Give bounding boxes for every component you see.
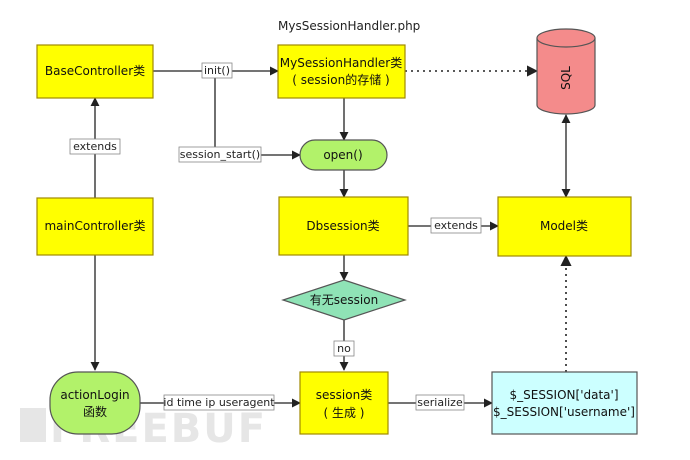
svg-text:Dbsession类: Dbsession类 — [306, 219, 379, 233]
node-session-handler: MySessionHandler类 ( session的存储 ) — [277, 44, 406, 99]
node-sql-database: SQL — [536, 28, 596, 115]
label-extends-left: extends — [69, 138, 121, 155]
svg-text:actionLogin: actionLogin — [60, 388, 129, 402]
node-decision: 有无session — [281, 279, 407, 321]
label-session-start: session_start() — [178, 146, 262, 163]
svg-text:$_SESSION['username']: $_SESSION['username'] — [493, 405, 635, 419]
node-dbsession: Dbsession类 — [278, 196, 409, 256]
node-session-store: $_SESSION['data'] $_SESSION['username'] — [491, 371, 638, 435]
svg-text:mainController类: mainController类 — [44, 219, 145, 233]
svg-text:Model类: Model类 — [540, 219, 588, 233]
svg-text:no: no — [337, 342, 351, 355]
node-model: Model类 — [497, 196, 632, 257]
svg-text:BaseController类: BaseController类 — [45, 64, 145, 78]
svg-text:session类: session类 — [316, 388, 372, 402]
svg-text:( session的存储 ): ( session的存储 ) — [292, 72, 389, 87]
svg-text:session_start(): session_start() — [180, 148, 260, 161]
sql-label: SQL — [559, 66, 573, 90]
node-action-login: actionLogin 函数 — [49, 371, 141, 435]
svg-text:open(): open() — [323, 148, 362, 162]
node-open: open() — [299, 139, 388, 171]
svg-text:extends: extends — [73, 140, 117, 153]
node-session-class: session类 ( 生成 ) — [299, 371, 389, 435]
node-base-controller: BaseController类 — [36, 44, 154, 99]
svg-text:( 生成 ): ( 生成 ) — [324, 406, 365, 420]
svg-text:$_SESSION['data']: $_SESSION['data'] — [509, 388, 618, 402]
svg-text:extends: extends — [434, 219, 478, 232]
file-caption: MysSessionHandler.php — [278, 19, 420, 33]
label-id-time: id time ip useragent — [163, 394, 275, 411]
svg-text:init(): init() — [204, 64, 230, 77]
label-extends-mid: extends — [430, 217, 482, 234]
label-no: no — [333, 340, 355, 357]
svg-text:serialize: serialize — [417, 396, 463, 409]
svg-text:有无session: 有无session — [310, 293, 378, 307]
label-init: init() — [201, 62, 233, 79]
label-serialize: serialize — [415, 394, 465, 411]
svg-text:id time ip useragent: id time ip useragent — [163, 396, 275, 409]
svg-text:MySessionHandler类: MySessionHandler类 — [280, 56, 403, 70]
svg-text:函数: 函数 — [83, 404, 107, 419]
node-main-controller: mainController类 — [36, 197, 154, 256]
